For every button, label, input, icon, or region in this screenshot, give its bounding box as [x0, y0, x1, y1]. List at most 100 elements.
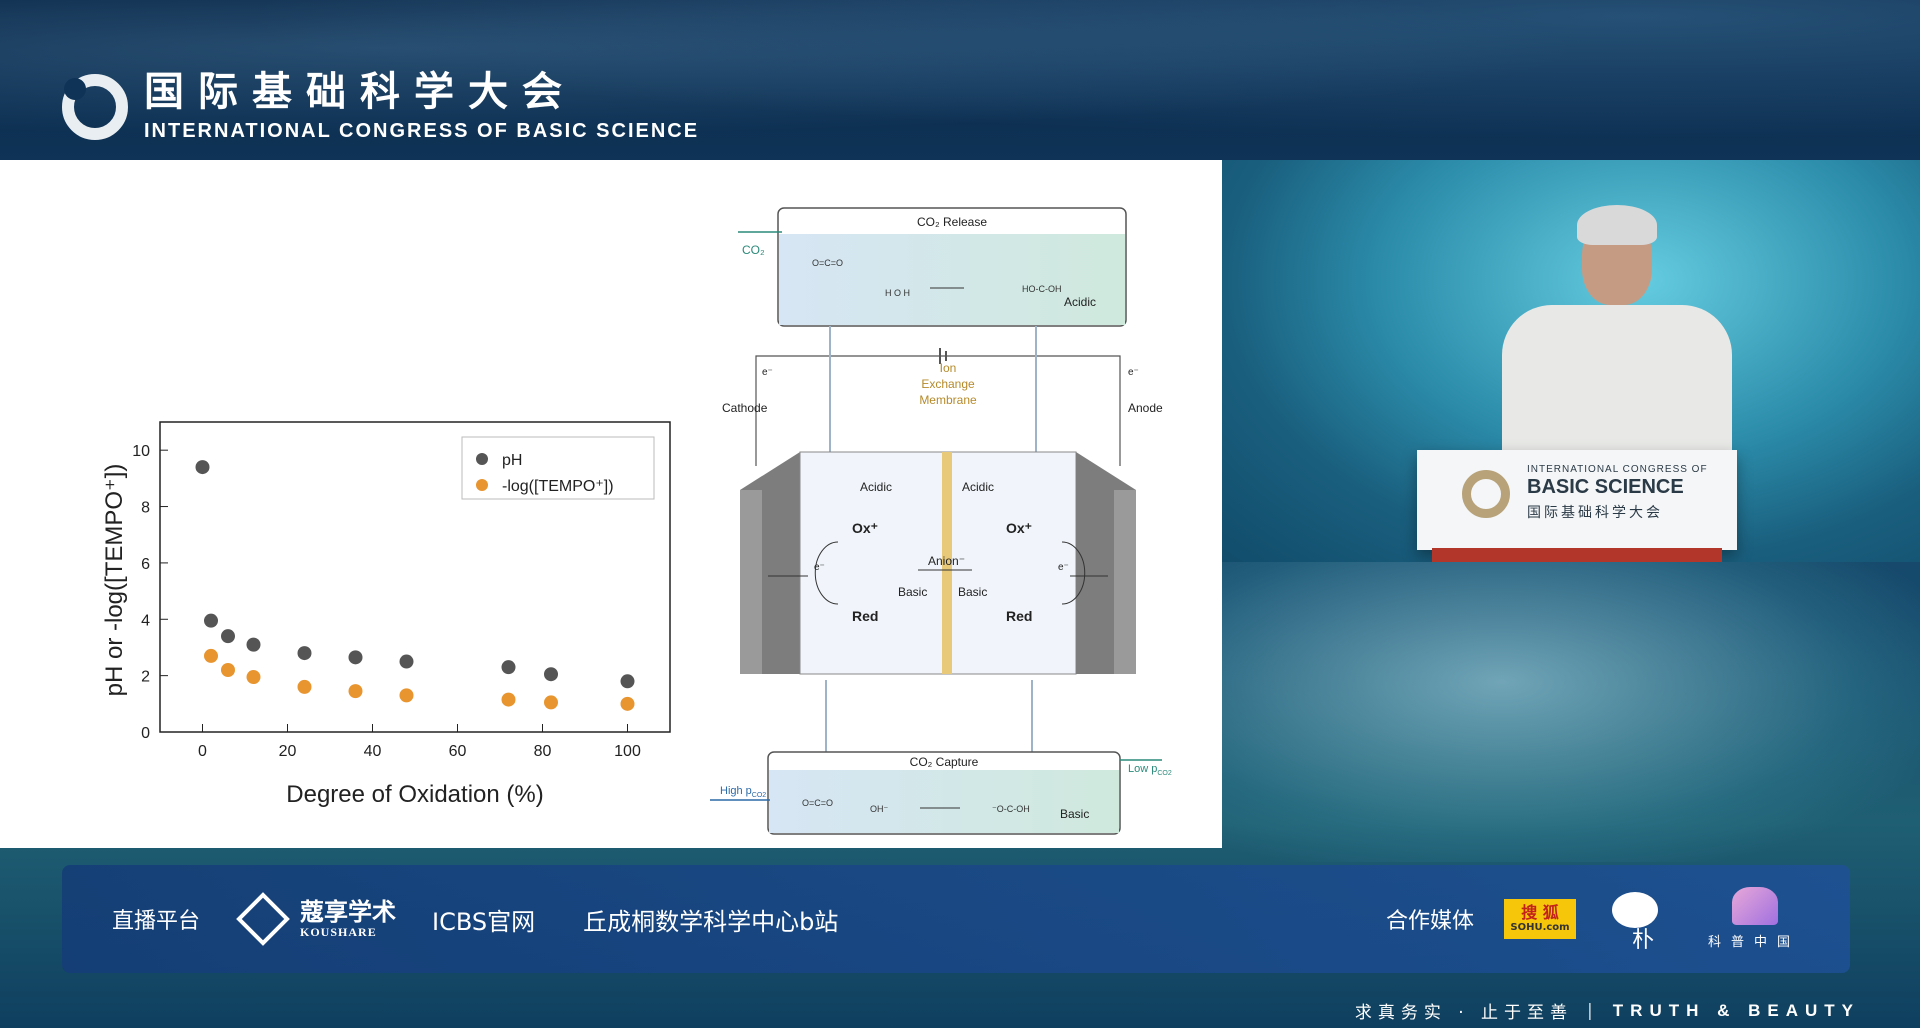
congress-logo-icon — [62, 73, 128, 140]
slogan-en: TRUTH & BEAUTY — [1612, 1000, 1860, 1020]
koushare-icon — [236, 892, 290, 946]
y-tick-label: 2 — [141, 669, 150, 686]
china-science-logo[interactable]: 科普中国 — [1702, 887, 1812, 951]
acidic-left-label: Acidic — [860, 480, 892, 494]
koushare-name-cn: 蔻享学术 — [300, 897, 397, 926]
anode-label: Anode — [1128, 401, 1163, 415]
ph-data-point — [204, 613, 218, 628]
ph-data-point — [348, 650, 363, 665]
basic-left-label: Basic — [898, 585, 927, 599]
capture-high-label: High pCO2 — [720, 785, 766, 799]
background-decoration — [1222, 562, 1920, 862]
electrochemical-cell — [799, 451, 1077, 675]
y-tick-label: 8 — [141, 500, 150, 517]
x-tick-label: 40 — [364, 743, 382, 760]
media-partners-label: 合作媒体 — [1385, 909, 1474, 934]
header-bar: 国际基础科学大会 INTERNATIONAL CONGRESS OF BASIC… — [0, 0, 1920, 160]
ph-data-point — [246, 637, 261, 652]
red-left-label: Red — [852, 608, 878, 624]
basic-right-label: Basic — [958, 585, 987, 599]
x-tick-label: 60 — [449, 743, 467, 760]
x-axis-label: Degree of Oxidation (%) — [286, 781, 543, 808]
ox-right-label: Ox⁺ — [1006, 520, 1032, 536]
brain-icon — [1612, 892, 1658, 928]
butterfly-icon — [1732, 887, 1778, 925]
ph-data-point — [620, 674, 635, 689]
circuit-wire — [755, 355, 1121, 466]
electron-label-right-mid: e⁻ — [1058, 562, 1069, 573]
ph-data-point — [544, 667, 558, 682]
molecule-icons-bottom: O=C=O OH⁻ ⁻O-C-OH — [802, 798, 1030, 814]
pu-logo[interactable]: 朴 — [1604, 888, 1666, 953]
tempo-data-point — [544, 695, 558, 710]
membrane-label-2: Exchange — [921, 377, 975, 391]
svg-text:OH⁻: OH⁻ — [870, 804, 889, 814]
live-platform-label: 直播平台 — [112, 909, 201, 934]
tempo-data-point — [348, 684, 363, 699]
tempo-data-point — [297, 679, 312, 694]
svg-text:O=C=O: O=C=O — [812, 258, 843, 268]
electron-label-left-top: e⁻ — [762, 367, 773, 378]
capture-basic-label: Basic — [1060, 807, 1089, 821]
x-tick-label: 20 — [279, 743, 297, 760]
reduction-arrow-left — [814, 541, 839, 605]
plot-frame — [159, 421, 671, 733]
ph-data-point — [297, 646, 312, 661]
tempo-data-point — [221, 663, 235, 677]
svg-text:⁻O-C-OH: ⁻O-C-OH — [992, 804, 1030, 814]
podium: INTERNATIONAL CONGRESS OF BASIC SCIENCE … — [1417, 450, 1737, 550]
cathode-label: Cathode — [722, 401, 768, 415]
capture-low-label: Low pCO2 — [1128, 763, 1172, 777]
release-co2-label: CO₂ — [742, 243, 765, 257]
podium-text-line1: INTERNATIONAL CONGRESS OF — [1527, 464, 1708, 475]
y-tick-label: 0 — [141, 725, 150, 742]
ox-left-label: Ox⁺ — [852, 520, 878, 536]
ph-data-point — [221, 629, 235, 644]
membrane-label-3: Membrane — [919, 393, 977, 407]
podium-text-line3: 国际基础科学大会 — [1527, 505, 1663, 521]
slogan-separator: | — [1587, 1000, 1599, 1021]
x-tick-label: 100 — [614, 743, 641, 760]
qiu-bilibili-link[interactable]: 丘成桐数学科学中心b站 — [583, 907, 839, 936]
ph-data-point — [195, 460, 210, 475]
ph-data-point — [399, 654, 414, 669]
tempo-data-point — [246, 670, 261, 685]
legend-marker-ph — [476, 453, 488, 465]
y-tick-label: 6 — [141, 556, 150, 573]
release-acidic-label: Acidic — [1064, 295, 1096, 309]
podium-base — [1432, 548, 1722, 562]
podium-text-line2: BASIC SCIENCE — [1527, 476, 1684, 498]
tempo-data-point — [501, 692, 516, 707]
congress-brand: 国际基础科学大会 INTERNATIONAL CONGRESS OF BASIC… — [62, 70, 699, 143]
chart-legend: pH -log([TEMPO⁺]) — [461, 436, 655, 500]
svg-text:H O H: H O H — [885, 288, 910, 298]
membrane-label-1: Ion — [940, 361, 957, 375]
oxidation-arrow-right — [1061, 541, 1086, 605]
legend-marker-tempo — [476, 479, 488, 491]
slogan-cn: 求真务实 · 止于至善 — [1354, 1003, 1574, 1023]
tempo-data-point — [204, 648, 218, 663]
slogan: 求真务实 · 止于至善 | TRUTH & BEAUTY — [1354, 998, 1860, 1024]
x-tick-label: 0 — [198, 743, 207, 760]
tempo-data-point — [399, 688, 414, 703]
electron-label-right-top: e⁻ — [1128, 367, 1139, 378]
red-right-label: Red — [1006, 608, 1032, 624]
koushare-name-en: KOUSHARE — [300, 924, 377, 939]
release-title: CO₂ Release — [917, 215, 987, 229]
anion-label: Anion⁻ — [928, 554, 965, 568]
tempo-data-point — [620, 696, 635, 711]
sohu-logo[interactable]: 搜 狐 SOHU.com — [1504, 899, 1576, 939]
acidic-right-label: Acidic — [962, 480, 994, 494]
svg-text:HO-C-OH: HO-C-OH — [1022, 284, 1062, 294]
y-axis-label: pH or -log([TEMPO⁺]) — [101, 464, 128, 697]
svg-text:O=C=O: O=C=O — [802, 798, 833, 808]
y-tick-label: 4 — [141, 612, 150, 629]
icbs-website-link[interactable]: ICBS官网 — [432, 907, 536, 936]
legend-label-ph: pH — [502, 452, 522, 469]
koushare-logo[interactable]: 蔻享学术 KOUSHARE — [236, 892, 397, 946]
y-tick-label: 10 — [132, 443, 150, 460]
co2-capture-diagram: CO₂ Release CO₂ Acidic O=C=O H O H HO-C-… — [710, 207, 1172, 835]
molecule-icons-top: O=C=O H O H HO-C-OH — [812, 258, 1062, 298]
